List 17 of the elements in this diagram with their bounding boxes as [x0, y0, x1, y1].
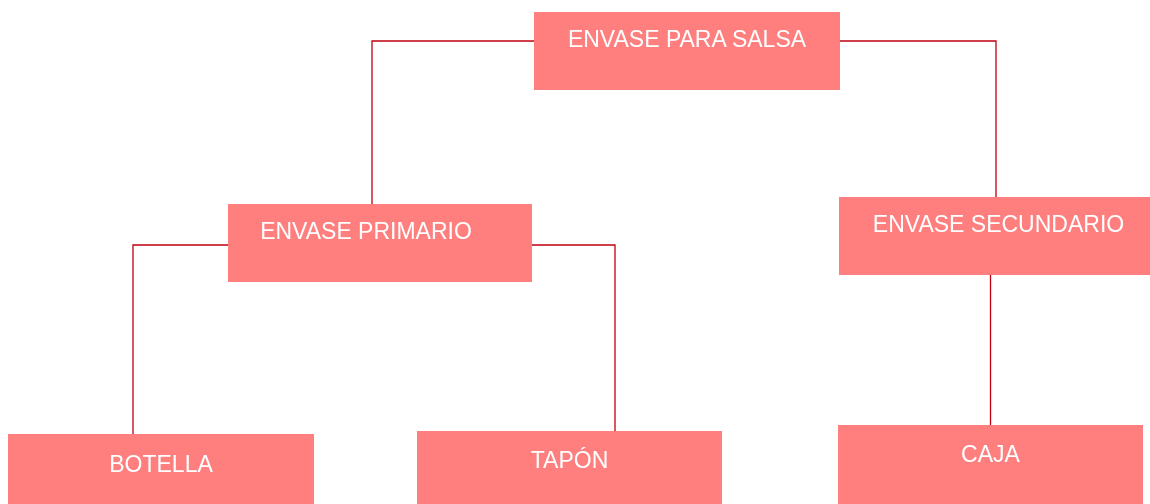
category-box — [8, 434, 314, 504]
category-box — [534, 12, 840, 90]
connector-line — [531, 244, 616, 432]
box-label: TAPÓN — [529, 447, 610, 474]
connector-line — [989, 274, 992, 426]
box-label: ENVASE SECUNDARIO — [871, 211, 1126, 238]
box-label: ENVASE PARA SALSA — [566, 26, 808, 53]
category-box — [839, 197, 1150, 275]
box-label: CAJA — [960, 441, 1021, 468]
box-label: BOTELLA — [108, 451, 214, 478]
box-label: ENVASE PRIMARIO — [259, 218, 473, 245]
category-box — [417, 431, 722, 504]
category-box — [228, 204, 532, 282]
connector-line — [839, 40, 997, 198]
connector-line — [371, 40, 535, 205]
category-box — [838, 425, 1143, 504]
connector-line — [132, 244, 229, 435]
